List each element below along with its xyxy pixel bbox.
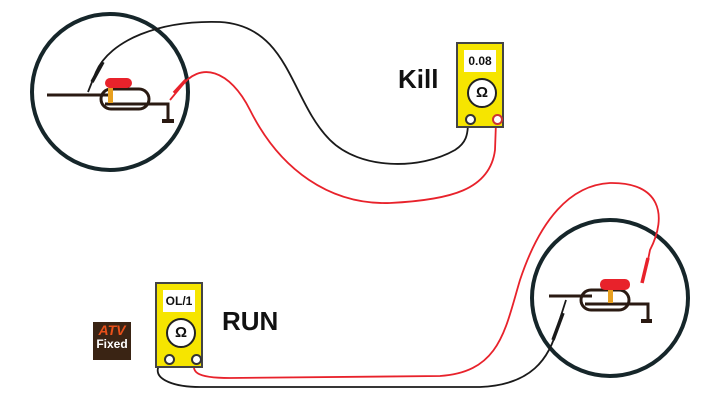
black-lead-run bbox=[157, 299, 567, 388]
black-probe-kill bbox=[90, 61, 105, 83]
negative-terminal bbox=[465, 114, 476, 125]
run-label: RUN bbox=[222, 306, 279, 336]
kill-switch-2 bbox=[549, 288, 652, 323]
multimeter-run: OL/1 Ω bbox=[155, 282, 203, 368]
logo-line-2: Fixed bbox=[96, 337, 128, 351]
red-probe-kill bbox=[172, 78, 188, 95]
black-lead-kill bbox=[87, 21, 469, 165]
kill-switch-1 bbox=[47, 87, 174, 123]
atv-fixed-logo: ATV Fixed bbox=[93, 322, 131, 360]
logo-line-1: ATV bbox=[98, 322, 126, 338]
multimeter-kill: 0.08 Ω bbox=[456, 42, 504, 128]
negative-terminal bbox=[164, 354, 175, 365]
red-probe-run bbox=[640, 257, 650, 284]
ohm-dial-icon: Ω bbox=[166, 318, 196, 348]
switch-contact-2 bbox=[608, 290, 613, 303]
detail-circle-run bbox=[530, 218, 690, 378]
meter-display: 0.08 bbox=[464, 50, 496, 72]
red-lead-kill bbox=[169, 71, 497, 204]
black-probe-run bbox=[551, 312, 565, 341]
switch-contact-1 bbox=[108, 88, 113, 103]
switch-button-2 bbox=[600, 279, 630, 290]
detail-circle-kill bbox=[30, 12, 190, 172]
switch-button-1 bbox=[105, 78, 132, 88]
ohm-dial-icon: Ω bbox=[467, 78, 497, 108]
positive-terminal bbox=[191, 354, 202, 365]
positive-terminal bbox=[492, 114, 503, 125]
kill-label: Kill bbox=[398, 64, 439, 94]
red-lead-run bbox=[192, 182, 660, 379]
meter-display: OL/1 bbox=[163, 290, 195, 312]
